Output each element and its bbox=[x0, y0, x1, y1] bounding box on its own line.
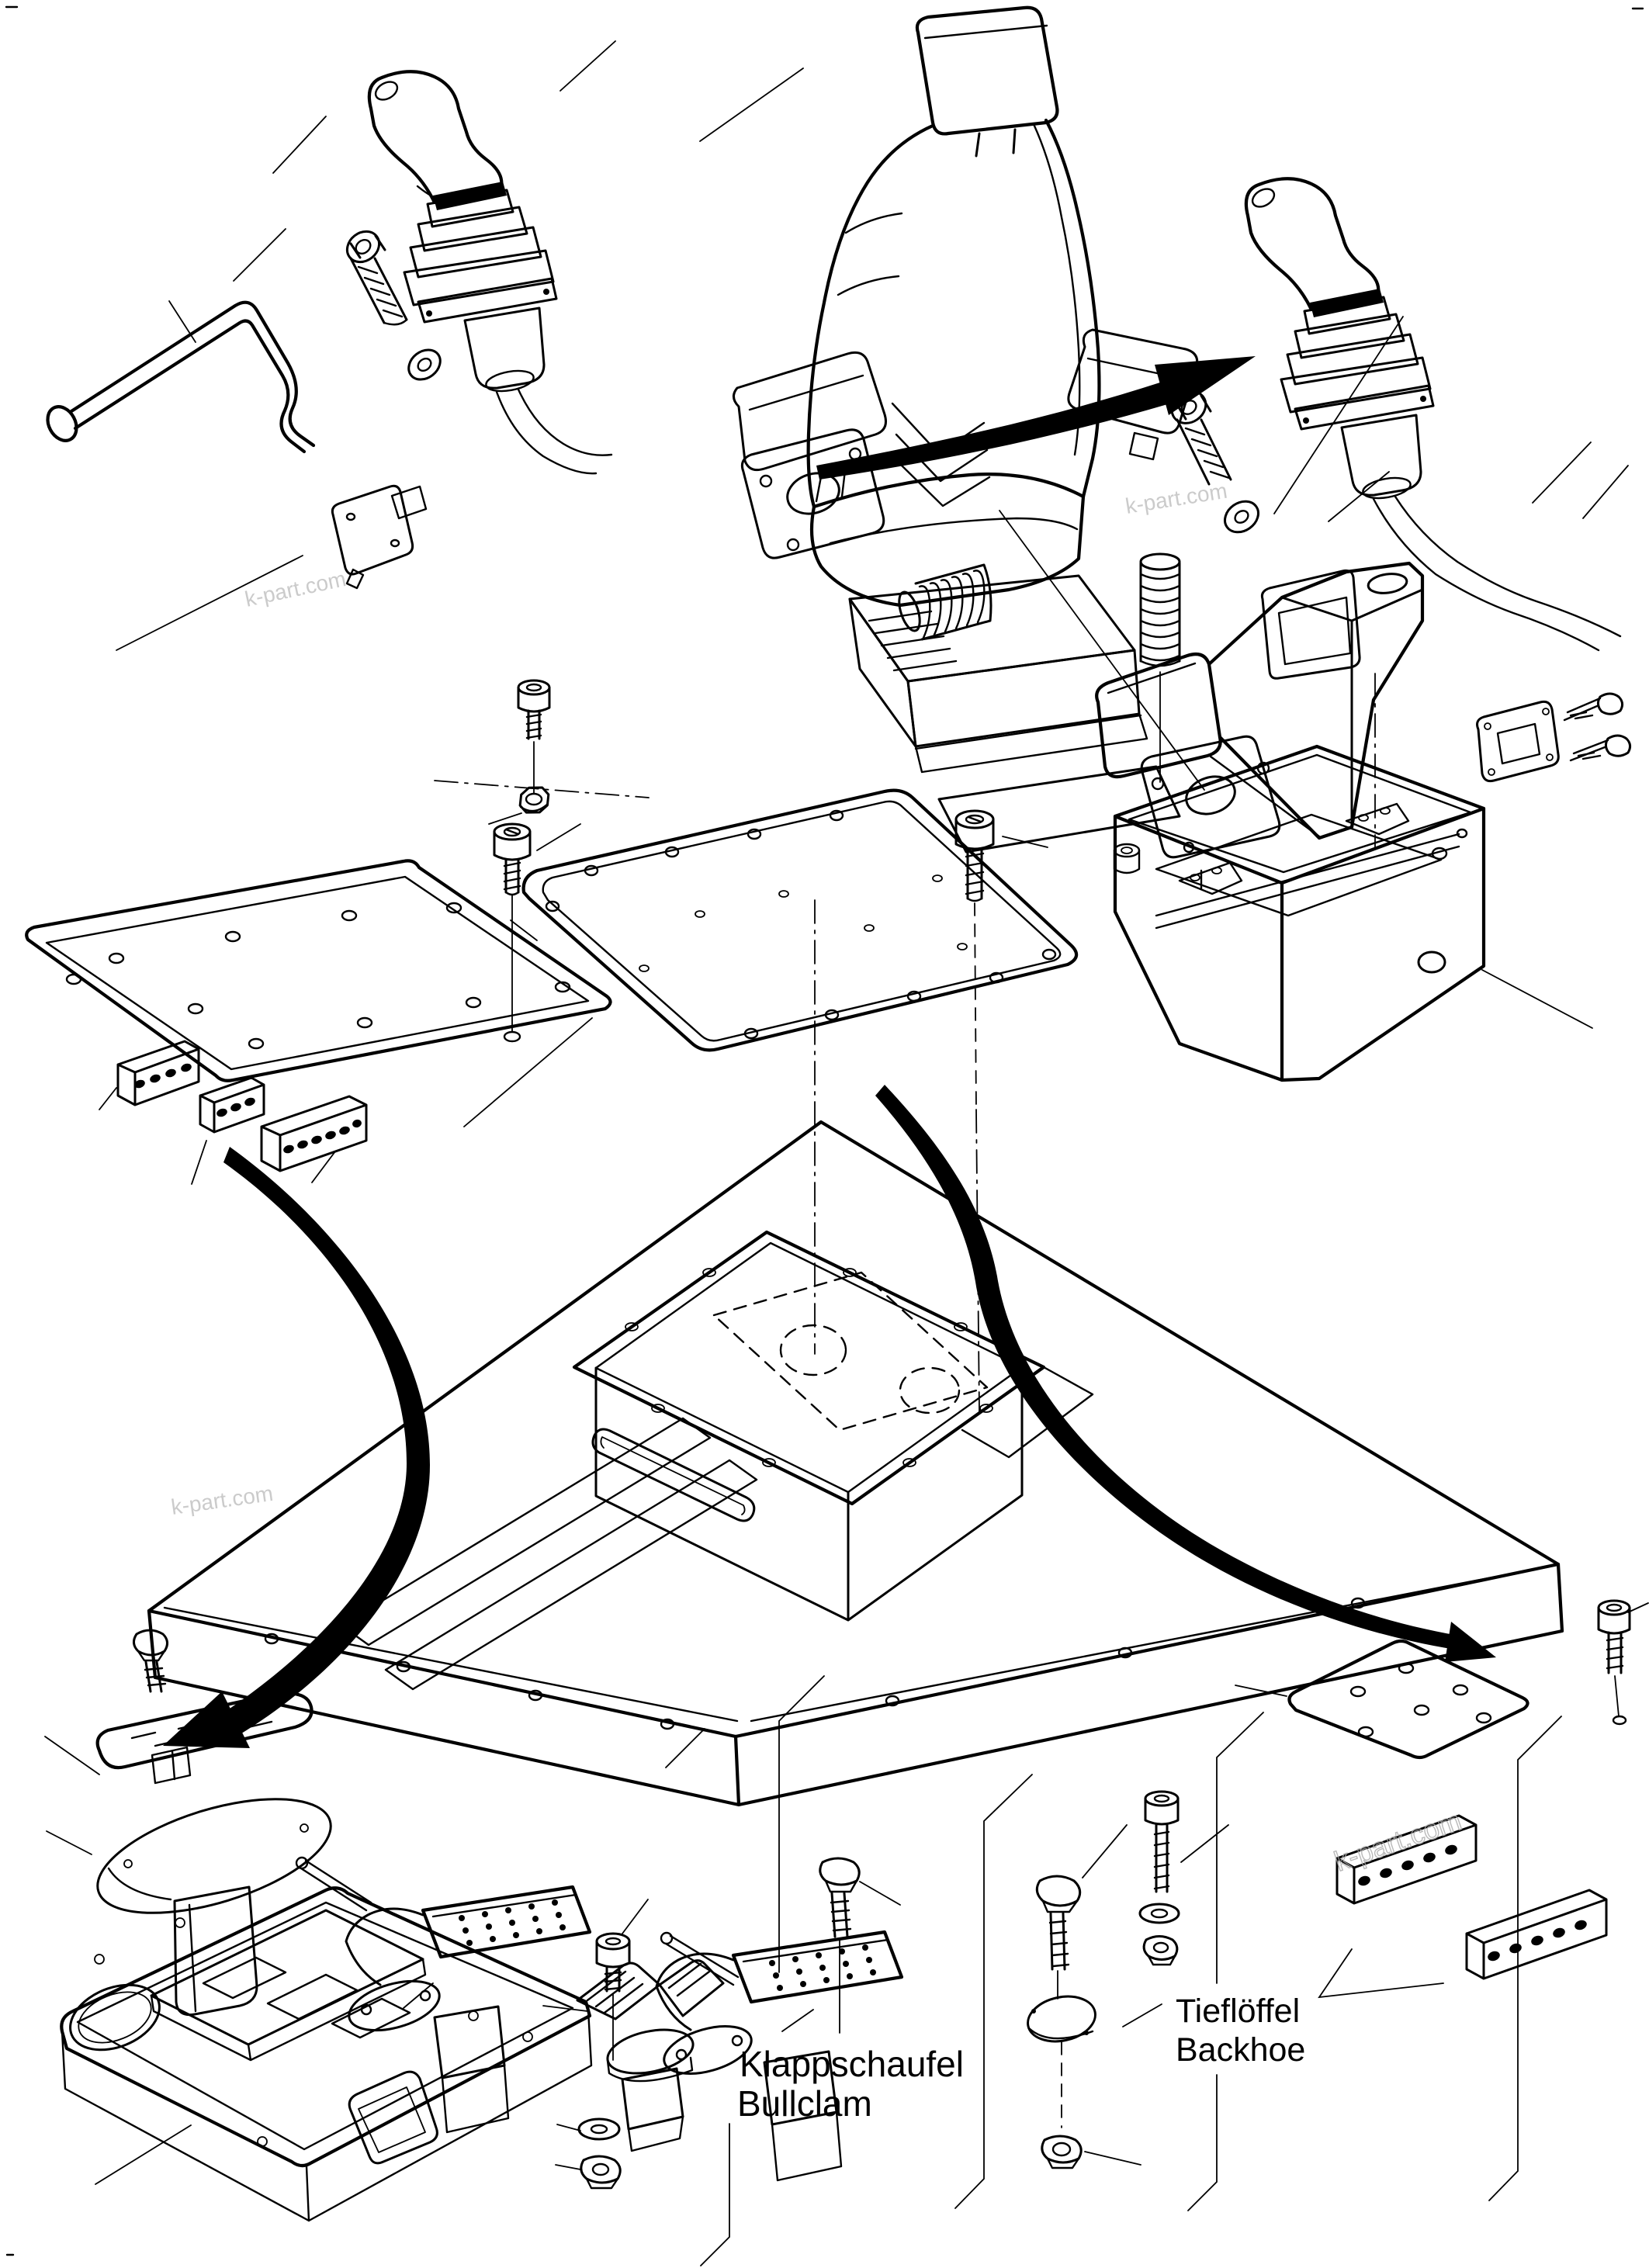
left-joystick bbox=[233, 40, 616, 475]
right-joystick bbox=[1244, 177, 1622, 652]
bolt-washer-right-joystick bbox=[1170, 316, 1404, 534]
arrow-seat-to-joystick bbox=[816, 356, 1256, 480]
manifold-blocks-right bbox=[1318, 1814, 1608, 1999]
treadle-pedal-left bbox=[295, 1856, 592, 2134]
treadle-pedal-right bbox=[655, 1930, 904, 2182]
arrow-to-pedal-valves bbox=[163, 1147, 430, 1748]
coil-spring-large bbox=[898, 563, 993, 641]
watermark-top-left: k-part.com bbox=[243, 566, 348, 611]
bullclam-pedal-assembly bbox=[542, 1899, 725, 2190]
coil-spring-vertical bbox=[1139, 552, 1181, 783]
bolt-washer-left-joystick bbox=[272, 116, 442, 381]
label-backhoe-line2: Backhoe bbox=[1176, 2031, 1305, 2069]
floor-platform bbox=[147, 1120, 1564, 1807]
pedal-floor-plate bbox=[60, 1886, 593, 2222]
console-mount-bracket bbox=[1476, 441, 1632, 783]
watermarks: k-part.com k-part.com k-part.com k-part.… bbox=[170, 479, 1467, 1878]
watermark-block-right: k-part.com bbox=[1330, 1804, 1465, 1877]
seat-adjuster-lever bbox=[46, 300, 428, 651]
center-base-plate bbox=[463, 788, 1079, 1127]
corner-marks bbox=[5, 5, 1644, 2256]
left-cover-plate bbox=[25, 859, 612, 1082]
label-bullclam-line2: Bullclam bbox=[737, 2083, 872, 2124]
socket-bolt-backhoe-plate bbox=[1597, 1599, 1649, 1726]
watermark-seat-right: k-part.com bbox=[1124, 479, 1228, 518]
label-bullclam-line1: Klappschaufel bbox=[740, 2044, 964, 2084]
watermark-platform-left: k-part.com bbox=[170, 1481, 275, 1519]
label-bullclam: Klappschaufel Bullclam bbox=[737, 2044, 964, 2124]
socket-bolt-left-plate bbox=[493, 822, 581, 1043]
backhoe-hardware bbox=[1027, 1824, 1162, 2169]
backhoe-cover-plate bbox=[1235, 1639, 1529, 1760]
bolt-nut-center-left bbox=[434, 679, 650, 825]
console-box bbox=[1113, 673, 1593, 1082]
hex-bolt-pedals bbox=[819, 1857, 901, 2034]
socket-bolt-washer-nut-right bbox=[1138, 1790, 1229, 1966]
console-cover bbox=[1095, 471, 1425, 840]
group-brackets bbox=[700, 1675, 1562, 2266]
arrow-to-backhoe-plate bbox=[875, 1085, 1496, 1662]
label-backhoe-line1: Tieflöffel bbox=[1176, 1993, 1300, 2030]
rocker-switch-assembly bbox=[44, 1629, 332, 2017]
manifold-blocks-left bbox=[99, 1040, 368, 1185]
label-backhoe: Tieflöffel Backhoe bbox=[1176, 1993, 1305, 2069]
